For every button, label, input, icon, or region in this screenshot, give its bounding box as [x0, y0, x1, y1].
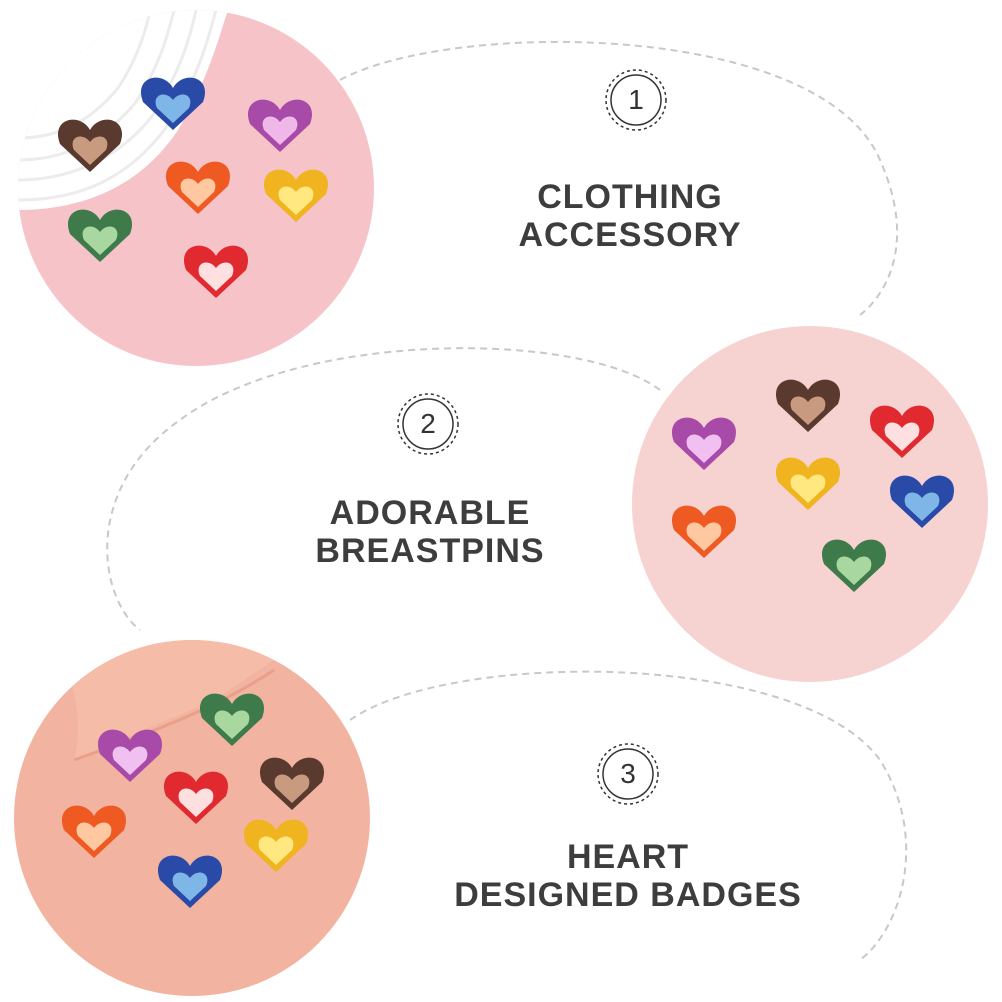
- heart-pin-icon: [67, 209, 133, 262]
- heart-pin-icon: [775, 379, 841, 432]
- step-number: 3: [620, 758, 636, 789]
- heart-pin-icon: [157, 855, 223, 908]
- caption-line: BREASTPINS: [315, 532, 545, 570]
- heart-pin-icon: [671, 505, 737, 558]
- heart-pin-icon: [775, 457, 841, 510]
- caption-line: DESIGNED BADGES: [454, 876, 802, 914]
- step-number: 2: [420, 408, 436, 439]
- caption-1: CLOTHING ACCESSORY: [470, 178, 790, 254]
- caption-2: ADORABLE BREASTPINS: [270, 494, 590, 570]
- heart-pin-icon: [140, 77, 206, 130]
- step-number: 1: [628, 84, 644, 115]
- heart-pin-icon: [821, 539, 887, 592]
- step-badge-3: 3: [596, 742, 660, 806]
- heart-pin-icon: [259, 757, 325, 810]
- product-photo-1: [18, 10, 374, 366]
- product-photo-3: [14, 640, 370, 996]
- dashed-circle-icon: [605, 69, 667, 131]
- heart-pin-icon: [889, 475, 955, 528]
- heart-pin-icon: [61, 805, 127, 858]
- dashed-circle-icon: [397, 393, 459, 455]
- heart-pin-icon: [57, 119, 123, 172]
- step-badge-1: 1: [604, 68, 668, 132]
- heart-pin-icon: [263, 169, 329, 222]
- caption-line: CLOTHING: [537, 178, 723, 216]
- heart-pin-icon: [869, 405, 935, 458]
- caption-line: ADORABLE: [329, 494, 531, 532]
- step-badge-2: 2: [396, 392, 460, 456]
- heart-pin-icon: [97, 729, 163, 782]
- product-photo-2: [632, 326, 988, 682]
- heart-pin-icon: [671, 417, 737, 470]
- heart-pin-icon: [243, 819, 309, 872]
- caption-line: HEART: [566, 838, 690, 876]
- heart-pin-icon: [165, 161, 231, 214]
- caption-line: ACCESSORY: [518, 216, 742, 254]
- heart-pin-icon: [183, 245, 249, 298]
- heart-pin-icon: [163, 771, 229, 824]
- heart-pin-icon: [247, 99, 313, 152]
- heart-pin-icon: [199, 693, 265, 746]
- caption-3: HEART DESIGNED BADGES: [442, 838, 814, 914]
- dashed-circle-icon: [597, 743, 659, 805]
